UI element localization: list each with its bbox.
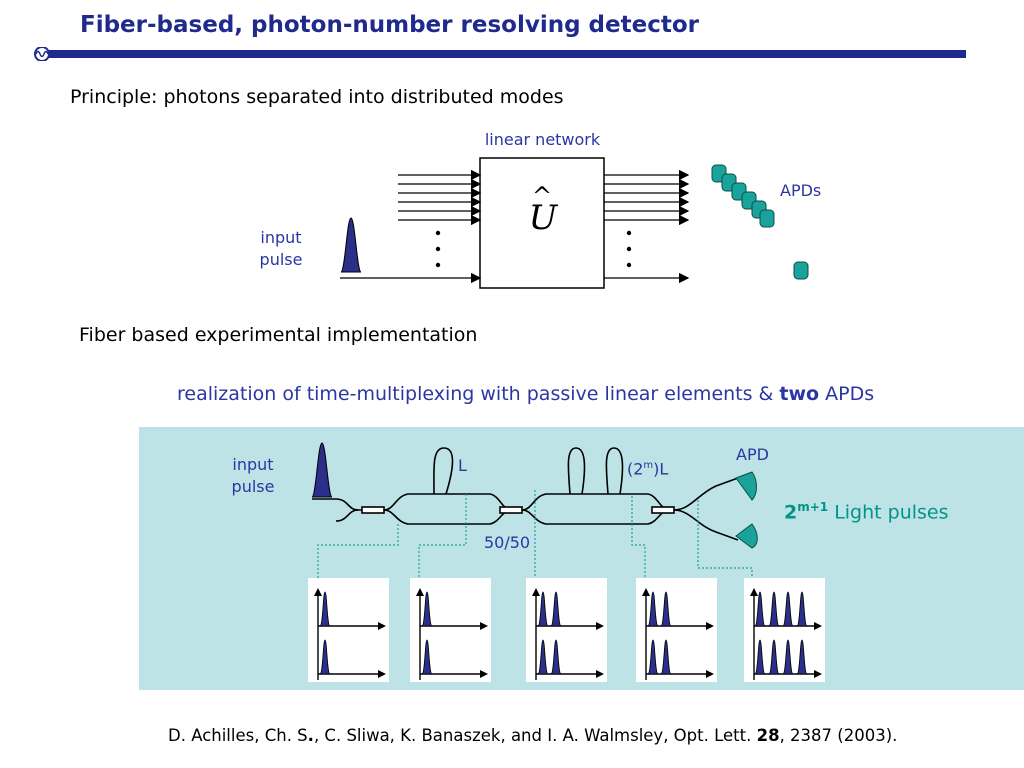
plot-pulse [660, 591, 672, 627]
loop2-pre: (2 [627, 459, 644, 479]
timing-plot-5 [744, 578, 825, 682]
operator-symbol: U [528, 198, 558, 238]
pulses-exponent: m+1 [797, 500, 829, 514]
timing-plot-graphic [314, 588, 386, 680]
plot-time-arrow [596, 622, 604, 630]
plot-pulse [319, 591, 331, 627]
slide-title: Fiber-based, photon-number resolving det… [80, 12, 699, 38]
plot-pulse [782, 591, 794, 627]
network-input-ellipsis [435, 230, 441, 268]
network-input-lines [340, 169, 482, 284]
plot-y-arrow [532, 588, 540, 596]
loop2-sup: m [643, 460, 654, 471]
plot-pulse [660, 639, 672, 675]
linear-network-box [479, 157, 605, 289]
timing-plot-1 [308, 578, 389, 682]
plot-time-arrow [378, 622, 386, 630]
operator-hat: ^ [532, 182, 553, 210]
monitor-connectors [317, 490, 753, 590]
timing-plot-3 [526, 578, 607, 682]
fiber-input-line2: pulse [231, 477, 275, 496]
pulses-base: 2 [784, 501, 798, 524]
plot-pulse [768, 639, 780, 675]
light-pulses-label: 2m+1 Light pulses [784, 500, 949, 523]
unitary-operator: ^ U [528, 182, 558, 238]
plot-pulse [782, 639, 794, 675]
realization-text: realization of time-multiplexing with pa… [177, 383, 874, 405]
input-pulse-top [340, 217, 362, 273]
plot-pulse [796, 639, 808, 675]
realization-part2: APDs [819, 383, 875, 405]
plot-time-arrow [814, 670, 822, 678]
timing-plot-graphic [750, 588, 822, 680]
plot-pulse [537, 591, 549, 627]
plot-y-arrow [642, 588, 650, 596]
pulses-text: Light pulses [828, 501, 949, 524]
plot-pulse [768, 591, 780, 627]
network-output-lines [604, 169, 690, 284]
apds-label: APDs [780, 181, 822, 200]
loop2-length-label: (2m)L [627, 455, 668, 480]
plot-time-arrow [378, 670, 386, 678]
timing-plot-2 [410, 578, 491, 682]
plot-y-arrow [416, 588, 424, 596]
timing-plot-graphic [532, 588, 604, 680]
plot-time-arrow [480, 622, 488, 630]
plot-pulse [550, 591, 562, 627]
principle-text: Principle: photons separated into distri… [70, 86, 564, 108]
timing-plot-graphic [416, 588, 488, 680]
plot-pulse [421, 591, 433, 627]
citation-volume: 28 [756, 726, 780, 745]
plot-pulse [647, 591, 659, 627]
plot-y-arrow [314, 588, 322, 596]
citation-dot: . [307, 726, 314, 745]
fiber-input-line1: input [232, 455, 274, 474]
network-output-ellipsis [626, 230, 632, 268]
plot-pulse [319, 639, 331, 675]
plot-time-arrow [596, 670, 604, 678]
input-label-line1: input [260, 228, 302, 247]
plot-pulse [421, 639, 433, 675]
citation-middle: , C. Sliwa, K. Banaszek, and I. A. Walms… [313, 726, 757, 745]
fiber-apd-detectors [735, 471, 758, 549]
plot-pulse [796, 591, 808, 627]
apd-label: APD [736, 445, 769, 464]
plot-time-arrow [814, 622, 822, 630]
plot-y-arrow [750, 588, 758, 596]
citation-end: , 2387 (2003). [779, 726, 898, 745]
plot-pulse [647, 639, 659, 675]
implementation-heading: Fiber based experimental implementation [79, 324, 478, 346]
loop2-post: )L [653, 459, 669, 479]
plot-pulse [754, 639, 766, 675]
coupler-ratio-label: 50/50 [484, 533, 531, 552]
loop-length-label: L [458, 456, 467, 475]
plot-pulse [537, 639, 549, 675]
plot-pulse [754, 591, 766, 627]
timing-plot-graphic [642, 588, 714, 680]
input-pulse-fiber [311, 442, 333, 498]
plot-time-arrow [706, 622, 714, 630]
citation-authors: D. Achilles, Ch. S [168, 726, 308, 745]
title-underline-bar [34, 47, 966, 61]
citation: D. Achilles, Ch. S., C. Sliwa, K. Banasz… [168, 726, 897, 745]
input-label-line2: pulse [259, 250, 303, 269]
plot-time-arrow [480, 670, 488, 678]
input-pulse-label-fiber: input pulse [220, 454, 286, 498]
realization-bold: two [779, 383, 820, 405]
linear-network-label: linear network [484, 130, 601, 149]
plot-time-arrow [706, 670, 714, 678]
apd-detector-stack [711, 164, 809, 280]
input-pulse-label-top: input pulse [248, 227, 314, 271]
plot-pulse [550, 639, 562, 675]
fiber-network [312, 447, 739, 541]
timing-plot-4 [636, 578, 717, 682]
realization-part1: realization of time-multiplexing with pa… [177, 383, 780, 405]
